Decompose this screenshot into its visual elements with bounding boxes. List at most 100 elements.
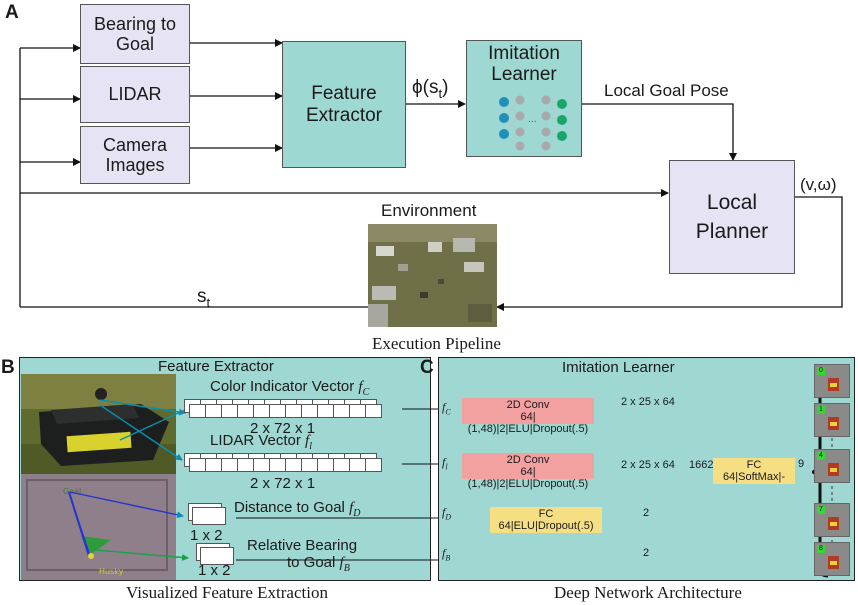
input-fl-subscript: l [445, 462, 448, 472]
lidar-vector-subscript: l [309, 441, 312, 452]
input-fc-label: fC [442, 400, 451, 416]
bearing-to-goal-label: Bearing to Goal [93, 13, 177, 54]
feature-extractor-label: Feature Extractor [305, 83, 383, 126]
output-action-0-label: 0 [817, 367, 825, 375]
output-action-1: 1 [814, 403, 850, 437]
bearing-vector-back [200, 547, 234, 565]
input-fb-subscript: B [445, 553, 451, 563]
fc-block-output-title: FC [746, 459, 762, 471]
s-t-subscript: t [206, 294, 211, 310]
phi-text: ϕ(s [412, 77, 439, 98]
distance-to-goal-symbol: f [349, 500, 354, 516]
output-action-8-label: 8 [817, 545, 825, 553]
goal-marker-label: Goal [63, 487, 81, 496]
dim-concat: 1662 [689, 459, 714, 471]
map-image: Goal Husky [21, 474, 176, 580]
local-planner-box: Local Planner [669, 160, 795, 274]
relative-bearing-label-line2: to Goal fB [287, 554, 350, 574]
input-fb-label: fB [442, 546, 450, 562]
output-action-1-label: 1 [817, 406, 825, 414]
input-fc-symbol: f [442, 400, 446, 414]
feature-extractor-box: Feature Extractor [282, 41, 406, 168]
panel-a-letter: A [5, 2, 19, 23]
conv-block-lidar: 2D Conv 64|(1,48)|2|ELU|Dropout(.5) [462, 453, 594, 490]
imitation-learner-label: Imitation Learner [488, 43, 560, 86]
input-fd-symbol: f [442, 505, 446, 519]
distance-vector-back [192, 507, 226, 525]
visualized-feature-extraction-caption: Visualized Feature Extraction [126, 583, 328, 602]
husky-marker-label: Husky [99, 567, 124, 576]
output-action-7: 7 [814, 503, 850, 537]
lidar-vector-dims: 2 x 72 x 1 [250, 475, 316, 492]
panel-c-letter: C [420, 357, 434, 378]
lidar-box: LIDAR [80, 66, 190, 123]
output-action-7-label: 7 [817, 506, 825, 514]
distance-to-goal-subscript: D [353, 508, 361, 519]
v-omega-label: (v,ω) [800, 175, 837, 194]
bearing-dims: 1 x 2 [198, 562, 231, 579]
fc-block-distance-title: FC [538, 508, 554, 520]
fc-block-distance: FC 64|ELU|Dropout(.5) [490, 507, 602, 533]
bearing-subscript: B [343, 563, 350, 574]
distance-to-goal-label: Distance to Goal fD [234, 499, 360, 519]
lidar-vector-text: LIDAR Vector [210, 432, 301, 449]
panel-b-letter: B [1, 357, 15, 378]
input-fd-label: fD [442, 505, 451, 521]
phi-subscript: t [438, 85, 443, 101]
output-action-4: 4 [814, 449, 850, 483]
feature-extractor-panel-title: Feature Extractor [158, 358, 274, 375]
input-fc-subscript: C [445, 407, 451, 417]
relative-bearing-label: Relative Bearing [247, 537, 358, 554]
distance-dims: 1 x 2 [190, 527, 223, 544]
color-indicator-text: Color Indicator Vector [210, 378, 355, 395]
dim-conv-lidar: 2 x 25 x 64 [621, 459, 675, 471]
environment-image [368, 224, 497, 327]
distance-to-goal-text: Distance to Goal [234, 499, 345, 516]
local-planner-label: Local Planner [695, 190, 769, 243]
fc-block-distance-params: 64|ELU|Dropout(.5) [498, 520, 594, 532]
environment-label: Environment [381, 201, 477, 220]
conv-block-lidar-title: 2D Conv [506, 454, 550, 466]
conv-block-color-title: 2D Conv [506, 399, 550, 411]
output-dashed-line [831, 420, 833, 560]
dim-fc-distance: 2 [643, 507, 650, 519]
output-action-0: 0 [814, 364, 850, 398]
color-indicator-subscript: C [362, 387, 370, 398]
fc-block-output-params: 64|SoftMax|- [723, 471, 785, 483]
camera-images-label: Camera Images [102, 134, 168, 175]
s-t-text: s [197, 286, 207, 307]
bearing-symbol: f [339, 555, 344, 571]
lidar-vector-row2 [189, 458, 382, 472]
fc-block-output: FC 64|SoftMax|- [713, 458, 795, 484]
conv-block-lidar-params: 64|(1,48)|2|ELU|Dropout(.5) [467, 466, 589, 490]
output-action-4-label: 4 [817, 452, 825, 460]
color-indicator-vector-row2 [189, 404, 382, 418]
phi-label: ϕ(st) [412, 77, 448, 101]
camera-images-box: Camera Images [80, 126, 190, 184]
input-fb-symbol: f [442, 546, 446, 560]
conv-block-color-params: 64|(1,48)|2|ELU|Dropout(.5) [467, 411, 589, 435]
lidar-vector-symbol: f [305, 433, 310, 449]
local-goal-pose-label: Local Goal Pose [604, 81, 729, 100]
output-action-8: 8 [814, 542, 850, 576]
s-t-label: st [197, 286, 210, 310]
color-indicator-dims: 2 x 72 x 1 [250, 420, 316, 437]
phi-close: ) [442, 77, 449, 98]
color-indicator-label: Color Indicator Vector fC [210, 378, 369, 398]
neural-network-icon: ... [499, 95, 567, 151]
deep-network-architecture-caption: Deep Network Architecture [554, 583, 742, 602]
robot-image [21, 374, 176, 474]
dim-conv-color: 2 x 25 x 64 [621, 396, 675, 408]
conv-block-color: 2D Conv 64|(1,48)|2|ELU|Dropout(.5) [462, 398, 594, 435]
lidar-label: LIDAR [108, 84, 162, 105]
color-indicator-symbol: f [358, 379, 363, 395]
imitation-learner-panel-title: Imitation Learner [562, 359, 675, 376]
input-fl-label: fl [442, 455, 448, 471]
lidar-vector-label: LIDAR Vector fl [210, 432, 312, 452]
dim-fc-bearing: 2 [643, 547, 650, 559]
svg-text:...: ... [528, 115, 537, 125]
to-goal-text: to Goal [287, 554, 336, 571]
input-fd-subscript: D [445, 512, 452, 522]
input-fl-symbol: f [442, 455, 446, 469]
dim-output: 9 [798, 458, 805, 470]
